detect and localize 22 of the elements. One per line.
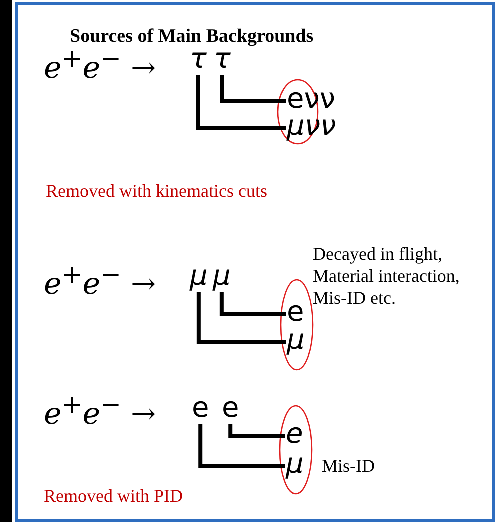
bracket-line: [220, 75, 286, 103]
bracket-line: [196, 292, 286, 344]
particle-symbol: τ: [214, 45, 231, 73]
particle-symbol: e: [192, 394, 210, 422]
note-text: Removed with PID: [44, 485, 183, 507]
particle-symbol: μ: [287, 326, 305, 354]
bracket-line: [220, 292, 286, 316]
particle-symbol: μ: [190, 262, 208, 290]
bracket-line: [196, 75, 286, 130]
bracket-line: [198, 424, 285, 468]
reaction-formula: e$^{+}$e$^{−}$ →: [44, 259, 156, 302]
particle-symbol: μ: [286, 450, 304, 478]
note-text: Decayed in flight, Material interaction, Mis-ID etc.: [313, 243, 461, 309]
particle-symbol: e: [287, 298, 304, 326]
note-text: Mis-ID: [322, 455, 375, 477]
particle-symbol: e: [286, 420, 304, 448]
bracket-line: [228, 424, 285, 438]
note-text: Removed with kinematics cuts: [46, 180, 268, 202]
particle-symbol: τ: [190, 45, 207, 73]
particle-symbol: μ: [213, 262, 231, 290]
reaction-formula: e$^{+}$e$^{−}$ →: [44, 389, 156, 432]
particle-symbol: e: [222, 394, 240, 422]
